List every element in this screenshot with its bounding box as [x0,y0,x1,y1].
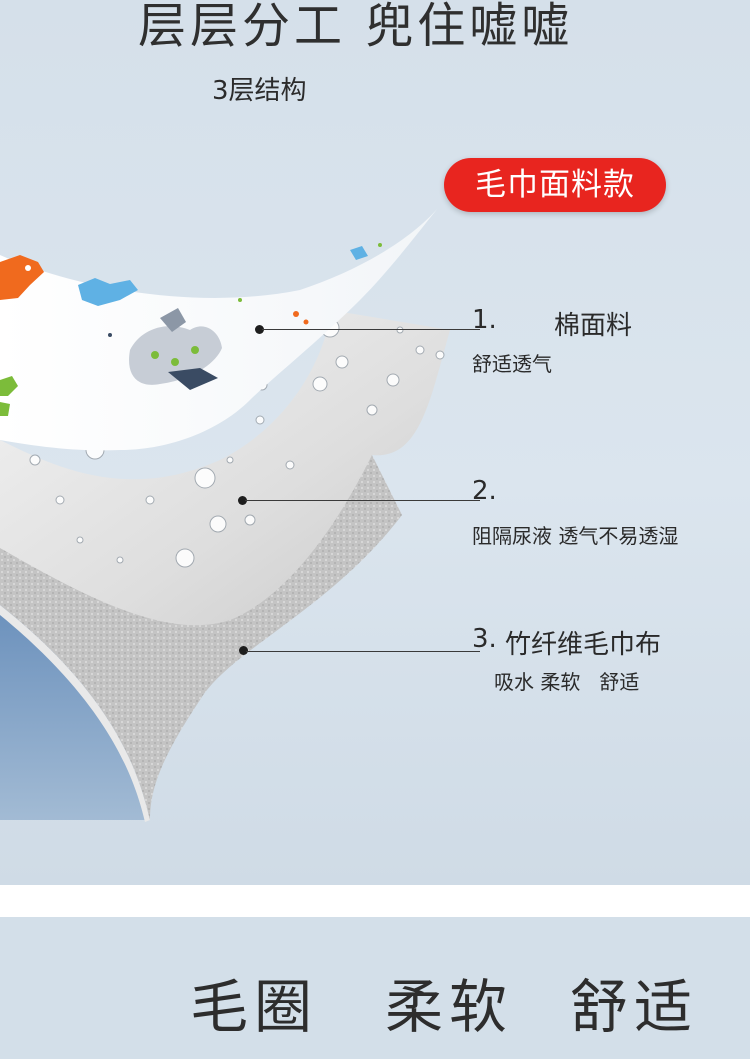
section-divider [0,885,750,917]
feature-comfortable: 舒适 [570,973,699,1041]
product-illustration-panel: 层层分工 兜住嘘嘘 3层结构 毛巾面料款 1. 棉面料 舒适透气 2. 阻隔尿液… [0,0,750,885]
film-layer [0,310,450,626]
layer-2-number: 2. [472,476,497,506]
layer-3-leader-line [246,651,480,652]
feature-list: 毛圈 柔软 舒适 [0,960,750,1041]
layer-1-marker [255,325,264,334]
feature-terry-loop: 毛圈 [190,973,319,1041]
layer-1-leader-line [262,329,480,330]
layer-2-description: 阻隔尿液 透气不易透湿 [472,524,679,548]
structure-subtitle: 3层结构 [212,76,307,106]
dinosaur-print-icon [0,243,382,416]
layer-1-title: 棉面料 [554,311,633,341]
layer-3-number: 3. [472,624,497,654]
layer-2-leader-line [245,500,480,501]
layer-3-description: 吸水 柔软 舒适 [494,670,640,694]
features-panel [0,917,750,1059]
layer-1-description: 舒适透气 [472,352,552,376]
layer-3-marker [239,646,248,655]
layer-illustration [0,208,450,822]
blue-backing-curl [0,600,150,820]
layer-2-marker [238,496,247,505]
layer-3-title: 竹纤维毛巾布 [505,630,662,660]
cotton-layer [0,208,438,451]
page-headline: 层层分工 兜住嘘嘘 [138,0,574,54]
feature-soft: 柔软 [385,973,514,1041]
layer-1-number: 1. [472,305,497,335]
towel-fabric-badge: 毛巾面料款 [444,158,666,212]
